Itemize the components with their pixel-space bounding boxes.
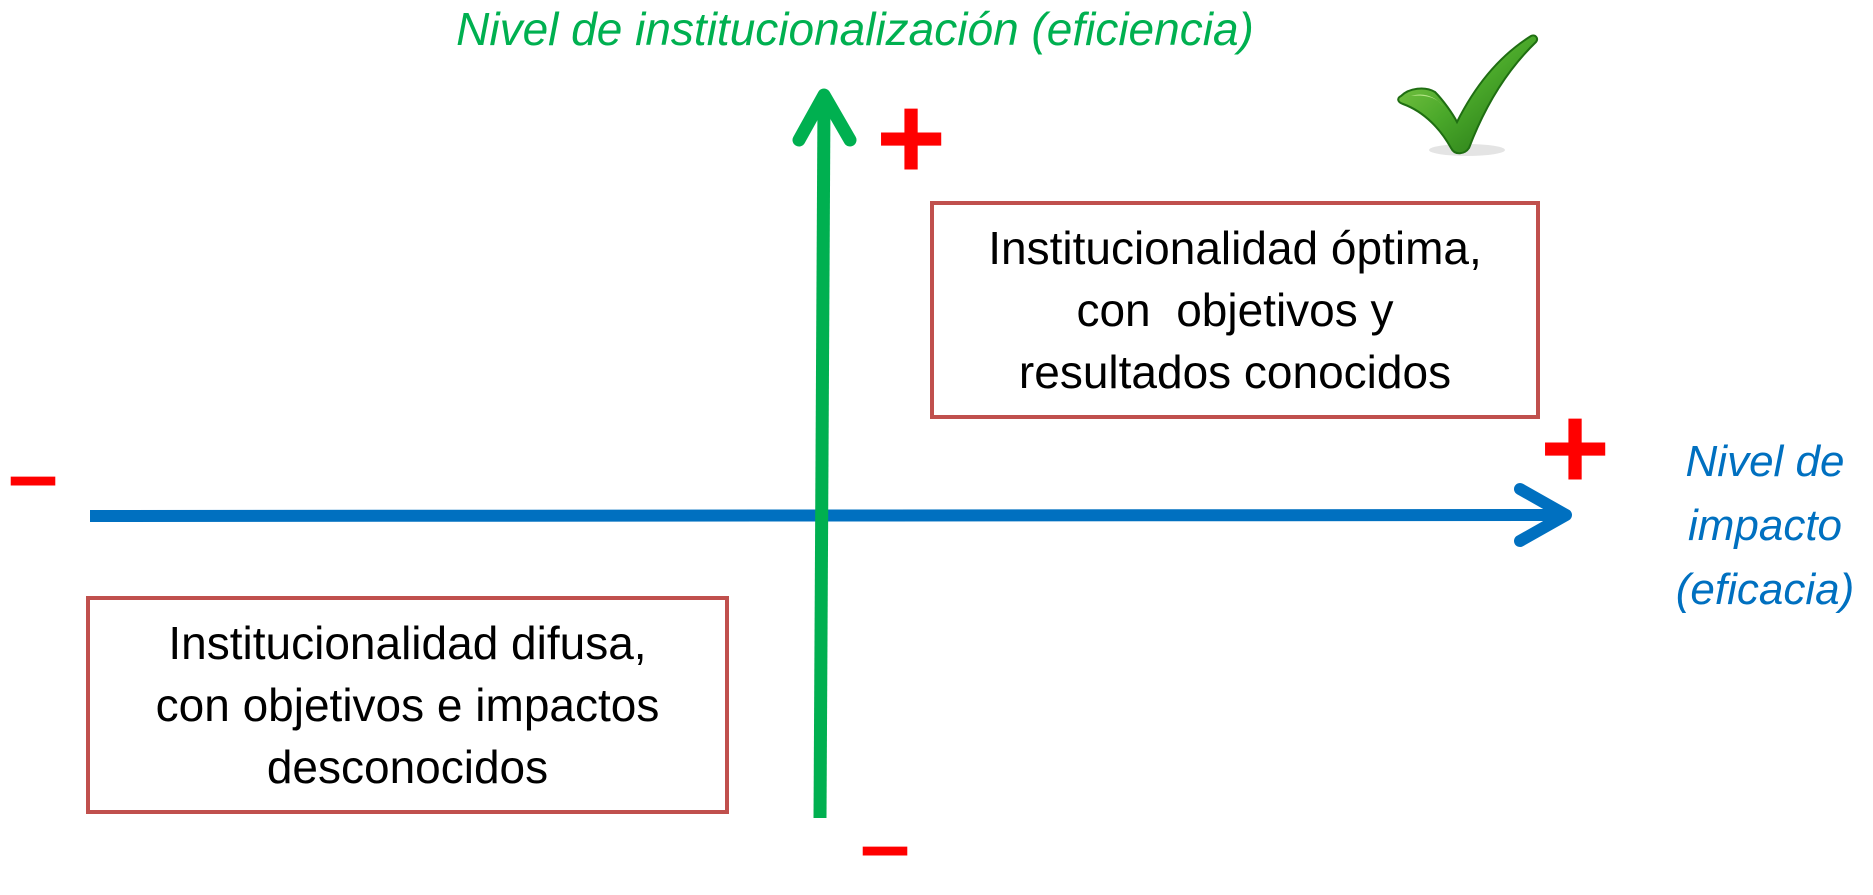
quadrant-bottom-left-line-3: desconocidos	[266, 741, 549, 793]
y-axis-line	[813, 99, 831, 819]
quadrant-bottom-left-line-1: Institucionalidad difusa,	[168, 617, 647, 669]
quadrant-bottom-left-box: Institucionalidad difusa, con objetivos …	[86, 596, 729, 814]
check-icon	[1397, 34, 1539, 156]
x-axis-positive-sign: +	[1540, 381, 1611, 515]
x-axis-negative-sign: –	[8, 425, 59, 525]
quadrant-top-right-box: Institucionalidad óptima, con objetivos …	[930, 201, 1540, 419]
quadrant-top-right-line-3: resultados conocidos	[1018, 346, 1452, 398]
x-axis-arrowhead	[1514, 483, 1572, 547]
y-axis-title: Nivel de institucionalización (eficienci…	[456, 3, 1254, 55]
x-axis-title-line-2: impacto	[1687, 501, 1843, 550]
x-axis-title: Nivel de impacto (eficacia)	[1660, 430, 1870, 622]
y-axis-positive-sign: +	[876, 71, 947, 205]
y-axis-arrowhead	[792, 88, 857, 147]
y-axis-negative-sign: –	[860, 795, 911, 895]
axes-canvas	[89, 88, 1572, 819]
quadrant-top-right-line-2: con objetivos y	[1076, 284, 1394, 336]
quadrant-bottom-left-line-2: con objetivos e impactos	[155, 679, 660, 731]
quadrant-top-right-line-1: Institucionalidad óptima,	[988, 222, 1482, 274]
x-axis-title-line-1: Nivel de	[1685, 437, 1845, 486]
x-axis-title-line-3: (eficacia)	[1675, 565, 1855, 614]
